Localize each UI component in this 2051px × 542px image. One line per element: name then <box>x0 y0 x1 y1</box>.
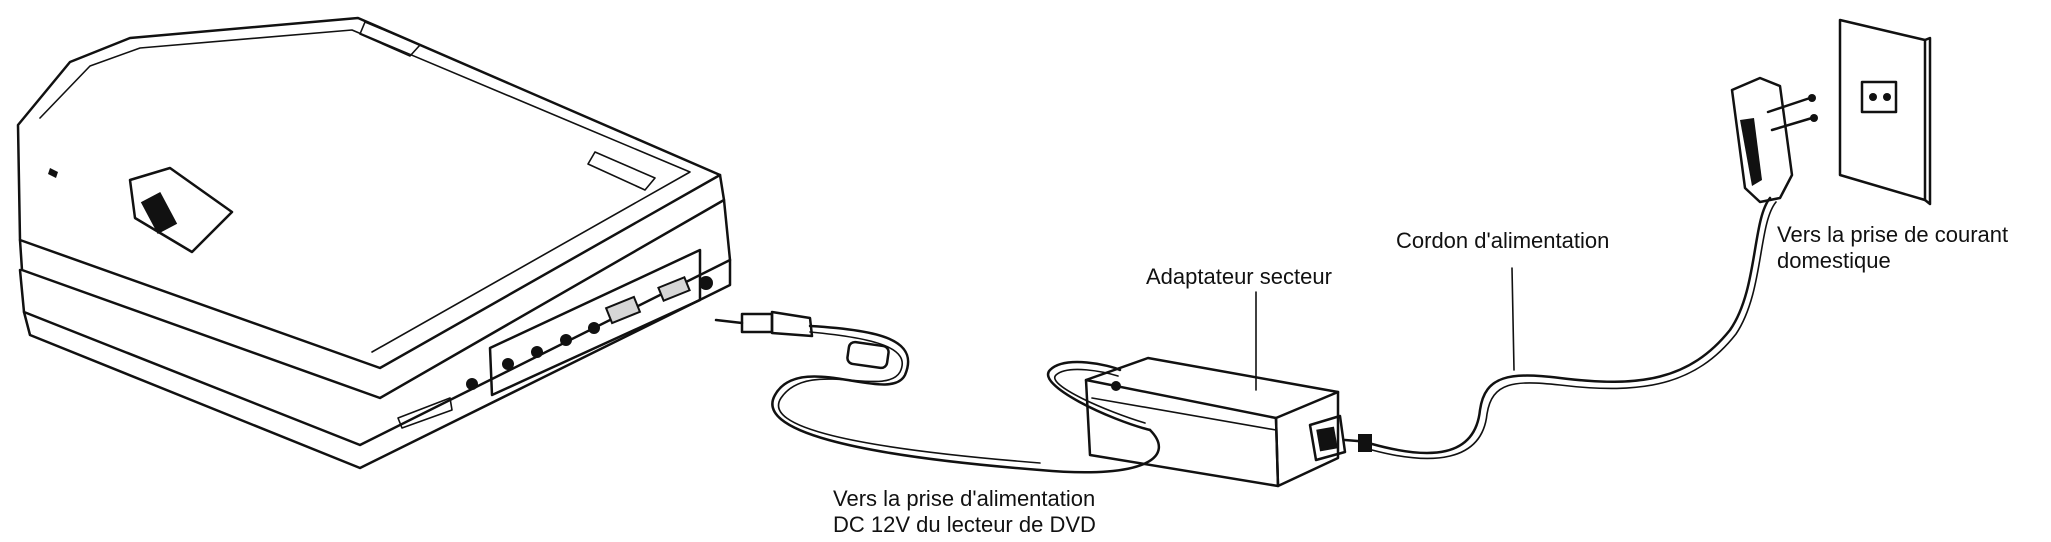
outlet-label: Vers la prise de courant domestique <box>1777 222 2008 274</box>
dvd-label-line2: DC 12V du lecteur de DVD <box>833 512 1096 537</box>
ac-adapter <box>1084 356 1372 488</box>
dvd-input-label: Vers la prise d'alimentation DC 12V du l… <box>833 486 1096 538</box>
dc-cable <box>714 310 1161 474</box>
wall-outlet <box>1838 18 1932 206</box>
cord-leader-line <box>1511 267 1515 371</box>
outlet-label-line1: Vers la prise de courant <box>1777 222 2009 247</box>
outlet-label-line2: domestique <box>1777 248 1891 273</box>
dvd-label-line1: Vers la prise d'alimentation <box>833 486 1096 511</box>
mains-cord <box>1370 76 1818 460</box>
cord-label: Cordon d'alimentation <box>1396 228 1610 253</box>
dvd-player <box>16 16 732 470</box>
adapter-label: Adaptateur secteur <box>1146 264 1332 289</box>
